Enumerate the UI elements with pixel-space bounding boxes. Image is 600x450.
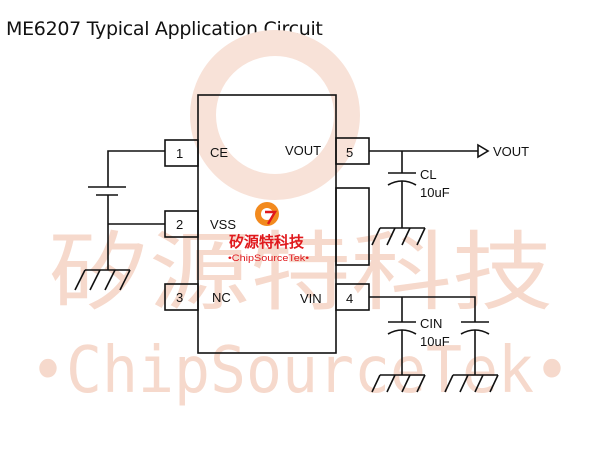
diagram-title: ME6207 Typical Application Circuit [6, 18, 323, 40]
output-cap-name: CL [420, 167, 437, 182]
output-cap-value: 10uF [420, 185, 450, 200]
input-cap-name: CIN [420, 316, 442, 331]
pin-box-tab [335, 187, 370, 266]
watermark-cn-text: 矽源特科技 [48, 223, 553, 323]
input-cap-value: 10uF [420, 334, 450, 349]
input-network [369, 296, 499, 393]
watermark-logo-icon [190, 30, 360, 200]
pin-name-nc: NC [212, 290, 231, 305]
pin-number-4: 4 [346, 291, 353, 306]
output-network [369, 150, 478, 246]
brand-logo: 矽源特科技 •ChipSourceTek• [228, 202, 309, 263]
ce-bias-network [74, 150, 165, 291]
pin-name-vss: VSS [210, 217, 236, 232]
pin-number-1: 1 [176, 146, 183, 161]
pin-box-3 [164, 283, 199, 311]
brand-logo-en-text: •ChipSourceTek• [228, 253, 309, 263]
pin-number-2: 2 [176, 217, 183, 232]
pin-number-5: 5 [346, 145, 353, 160]
pin-box-1 [164, 139, 199, 167]
watermark-en-text: •ChipSourceTek• [30, 334, 570, 408]
watermark: 矽源特科技 •ChipSourceTek• [30, 30, 570, 408]
pin-number-3: 3 [176, 290, 183, 305]
pin-name-vin: VIN [300, 291, 322, 306]
output-terminal-label: VOUT [493, 144, 529, 159]
pin-name-ce: CE [210, 145, 228, 160]
output-arrow-icon [477, 143, 490, 159]
pin-name-vout: VOUT [285, 143, 321, 158]
brand-logo-cn-text: 矽源特科技 [229, 233, 305, 251]
